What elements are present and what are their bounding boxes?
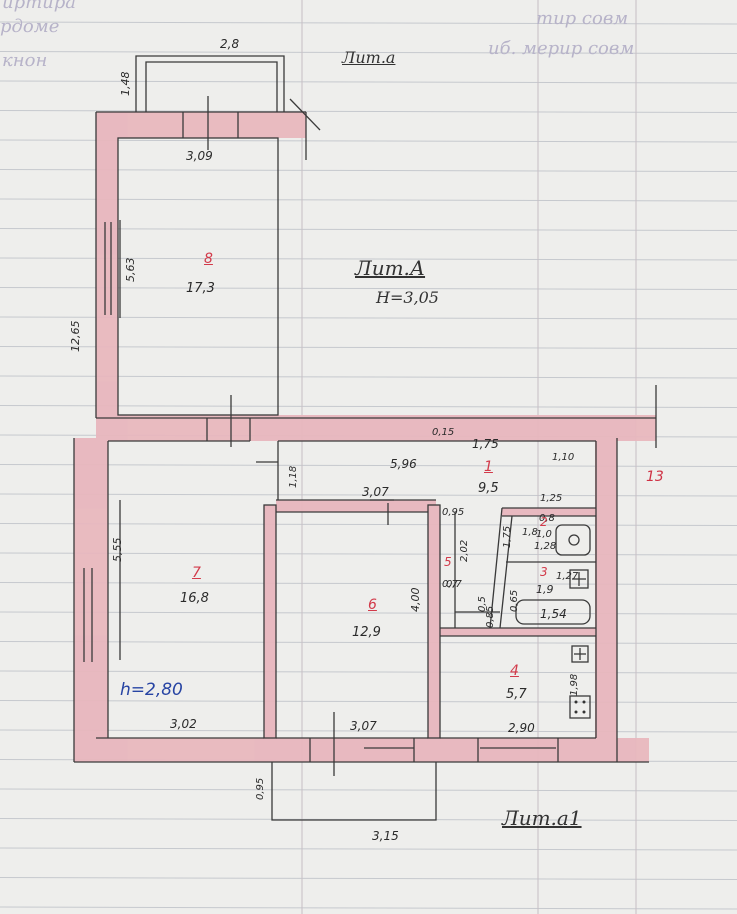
dim-room6-width-top: 3,07 — [362, 485, 389, 499]
dim-bath-b: 1,54 — [540, 607, 567, 621]
dim-bath-width: 1,25 — [540, 493, 563, 504]
ruled-line — [0, 257, 737, 261]
room-6-number: 6 — [368, 597, 377, 613]
room-3-number: 3 — [540, 565, 548, 579]
lit-a-top-label: Лит.а — [342, 48, 396, 67]
ruled-line — [0, 169, 737, 172]
dim-closet-b: 0,85 — [485, 605, 496, 628]
ruled-line — [0, 700, 737, 703]
dim-room6-depth: 4,00 — [409, 587, 422, 613]
header-right-top: тир совм — [536, 8, 629, 29]
dim-top-bay: 2,8 — [220, 37, 240, 51]
room-7-area: 16,8 — [180, 591, 209, 606]
header-line-3: кнон — [2, 50, 48, 71]
lit-a1-label: Лит.а1 — [502, 806, 582, 830]
dim-wc-depth: 1,75 — [502, 525, 513, 548]
dim-kitchen-width: 2,90 — [508, 721, 535, 735]
room-5-number: 5 — [444, 555, 452, 569]
dim-room8-depth: 5,63 — [124, 257, 137, 283]
room-8-number: 8 — [204, 251, 213, 267]
dim-room8-width: 3,09 — [186, 149, 213, 163]
ruled-line — [0, 877, 737, 880]
ruled-line — [0, 80, 737, 84]
ruled-line — [0, 523, 737, 526]
dim-wc-c: 1,8 — [522, 527, 538, 538]
ruled-line — [0, 405, 737, 408]
dim-corridor-small: 0,15 — [432, 427, 455, 438]
room-4-area: 5,7 — [506, 687, 527, 702]
room7-height-label: h=2,80 — [120, 680, 183, 700]
ruled-line — [0, 346, 737, 349]
ruled-line — [0, 51, 737, 54]
ruled-line — [0, 287, 737, 290]
dim-wc-w: 0,8 — [539, 513, 555, 524]
ruled-line — [0, 847, 737, 851]
ruled-line — [0, 198, 737, 202]
room-1-number: 1 — [484, 459, 493, 475]
ruled-line — [0, 670, 737, 674]
ruled-line — [0, 582, 737, 585]
dim-bath-c: 1,27 — [556, 571, 579, 582]
ruled-line — [0, 906, 737, 910]
ruled-line — [0, 139, 737, 143]
room-6-area: 12,9 — [352, 625, 381, 640]
ruled-line — [0, 464, 737, 467]
dim-closet-c: 0,65 — [509, 589, 520, 612]
dim-top-left-small: 1,48 — [119, 71, 132, 97]
room-5-area: 0,7 — [446, 579, 462, 590]
dim-corridor-depth: 1,18 — [288, 465, 299, 488]
ruled-line — [0, 375, 737, 379]
room-7-number: 7 — [192, 565, 201, 581]
dim-closet-depth: 2,02 — [459, 539, 470, 562]
dim-bath-small: 0,95 — [442, 507, 465, 518]
ruled-line — [0, 228, 737, 231]
stove-icon — [574, 700, 586, 714]
room-4-number: 4 — [510, 663, 519, 679]
room-3-area: 1,9 — [536, 583, 554, 596]
dim-room7-depth: 5,55 — [111, 537, 124, 563]
ruled-line — [0, 788, 737, 792]
dim-wc-b: 1,28 — [534, 541, 557, 552]
dim-kitchen-depth: 1,98 — [569, 673, 580, 696]
room-2-number: 2 — [540, 515, 548, 529]
height-main-label: Н=3,05 — [376, 288, 439, 307]
ruled-line — [0, 316, 737, 320]
room-1-area: 9,5 — [478, 481, 499, 496]
dim-corridor-length: 5,96 — [390, 457, 417, 471]
lit-a-main-label: Лит.А — [355, 256, 426, 280]
dim-corridor-end: 1,10 — [552, 452, 575, 463]
ruled-line — [0, 110, 737, 113]
dim-bottom-bay: 3,15 — [372, 829, 399, 843]
room-2-area: 1,0 — [536, 529, 552, 540]
header-line-1: иртира — [2, 0, 77, 13]
wall-lines — [73, 55, 657, 821]
dim-closet-w: 0,7 — [442, 579, 458, 590]
dim-corridor-right: 1,75 — [472, 437, 499, 451]
ruled-line — [0, 21, 737, 25]
dim-room6-width-bottom: 3,07 — [350, 719, 377, 733]
walls — [74, 112, 656, 762]
room-8-area: 17,3 — [186, 281, 215, 296]
header-line-2: рдоме — [0, 16, 60, 37]
right-mark: 13 — [646, 469, 664, 485]
ruled-line — [0, 641, 737, 644]
dim-room7-width: 3,02 — [170, 717, 197, 731]
dim-bottom-offset: 0,95 — [255, 777, 266, 800]
dim-left-total: 12,65 — [69, 320, 82, 353]
header-right-mid: иб. мерир совм — [488, 38, 635, 59]
